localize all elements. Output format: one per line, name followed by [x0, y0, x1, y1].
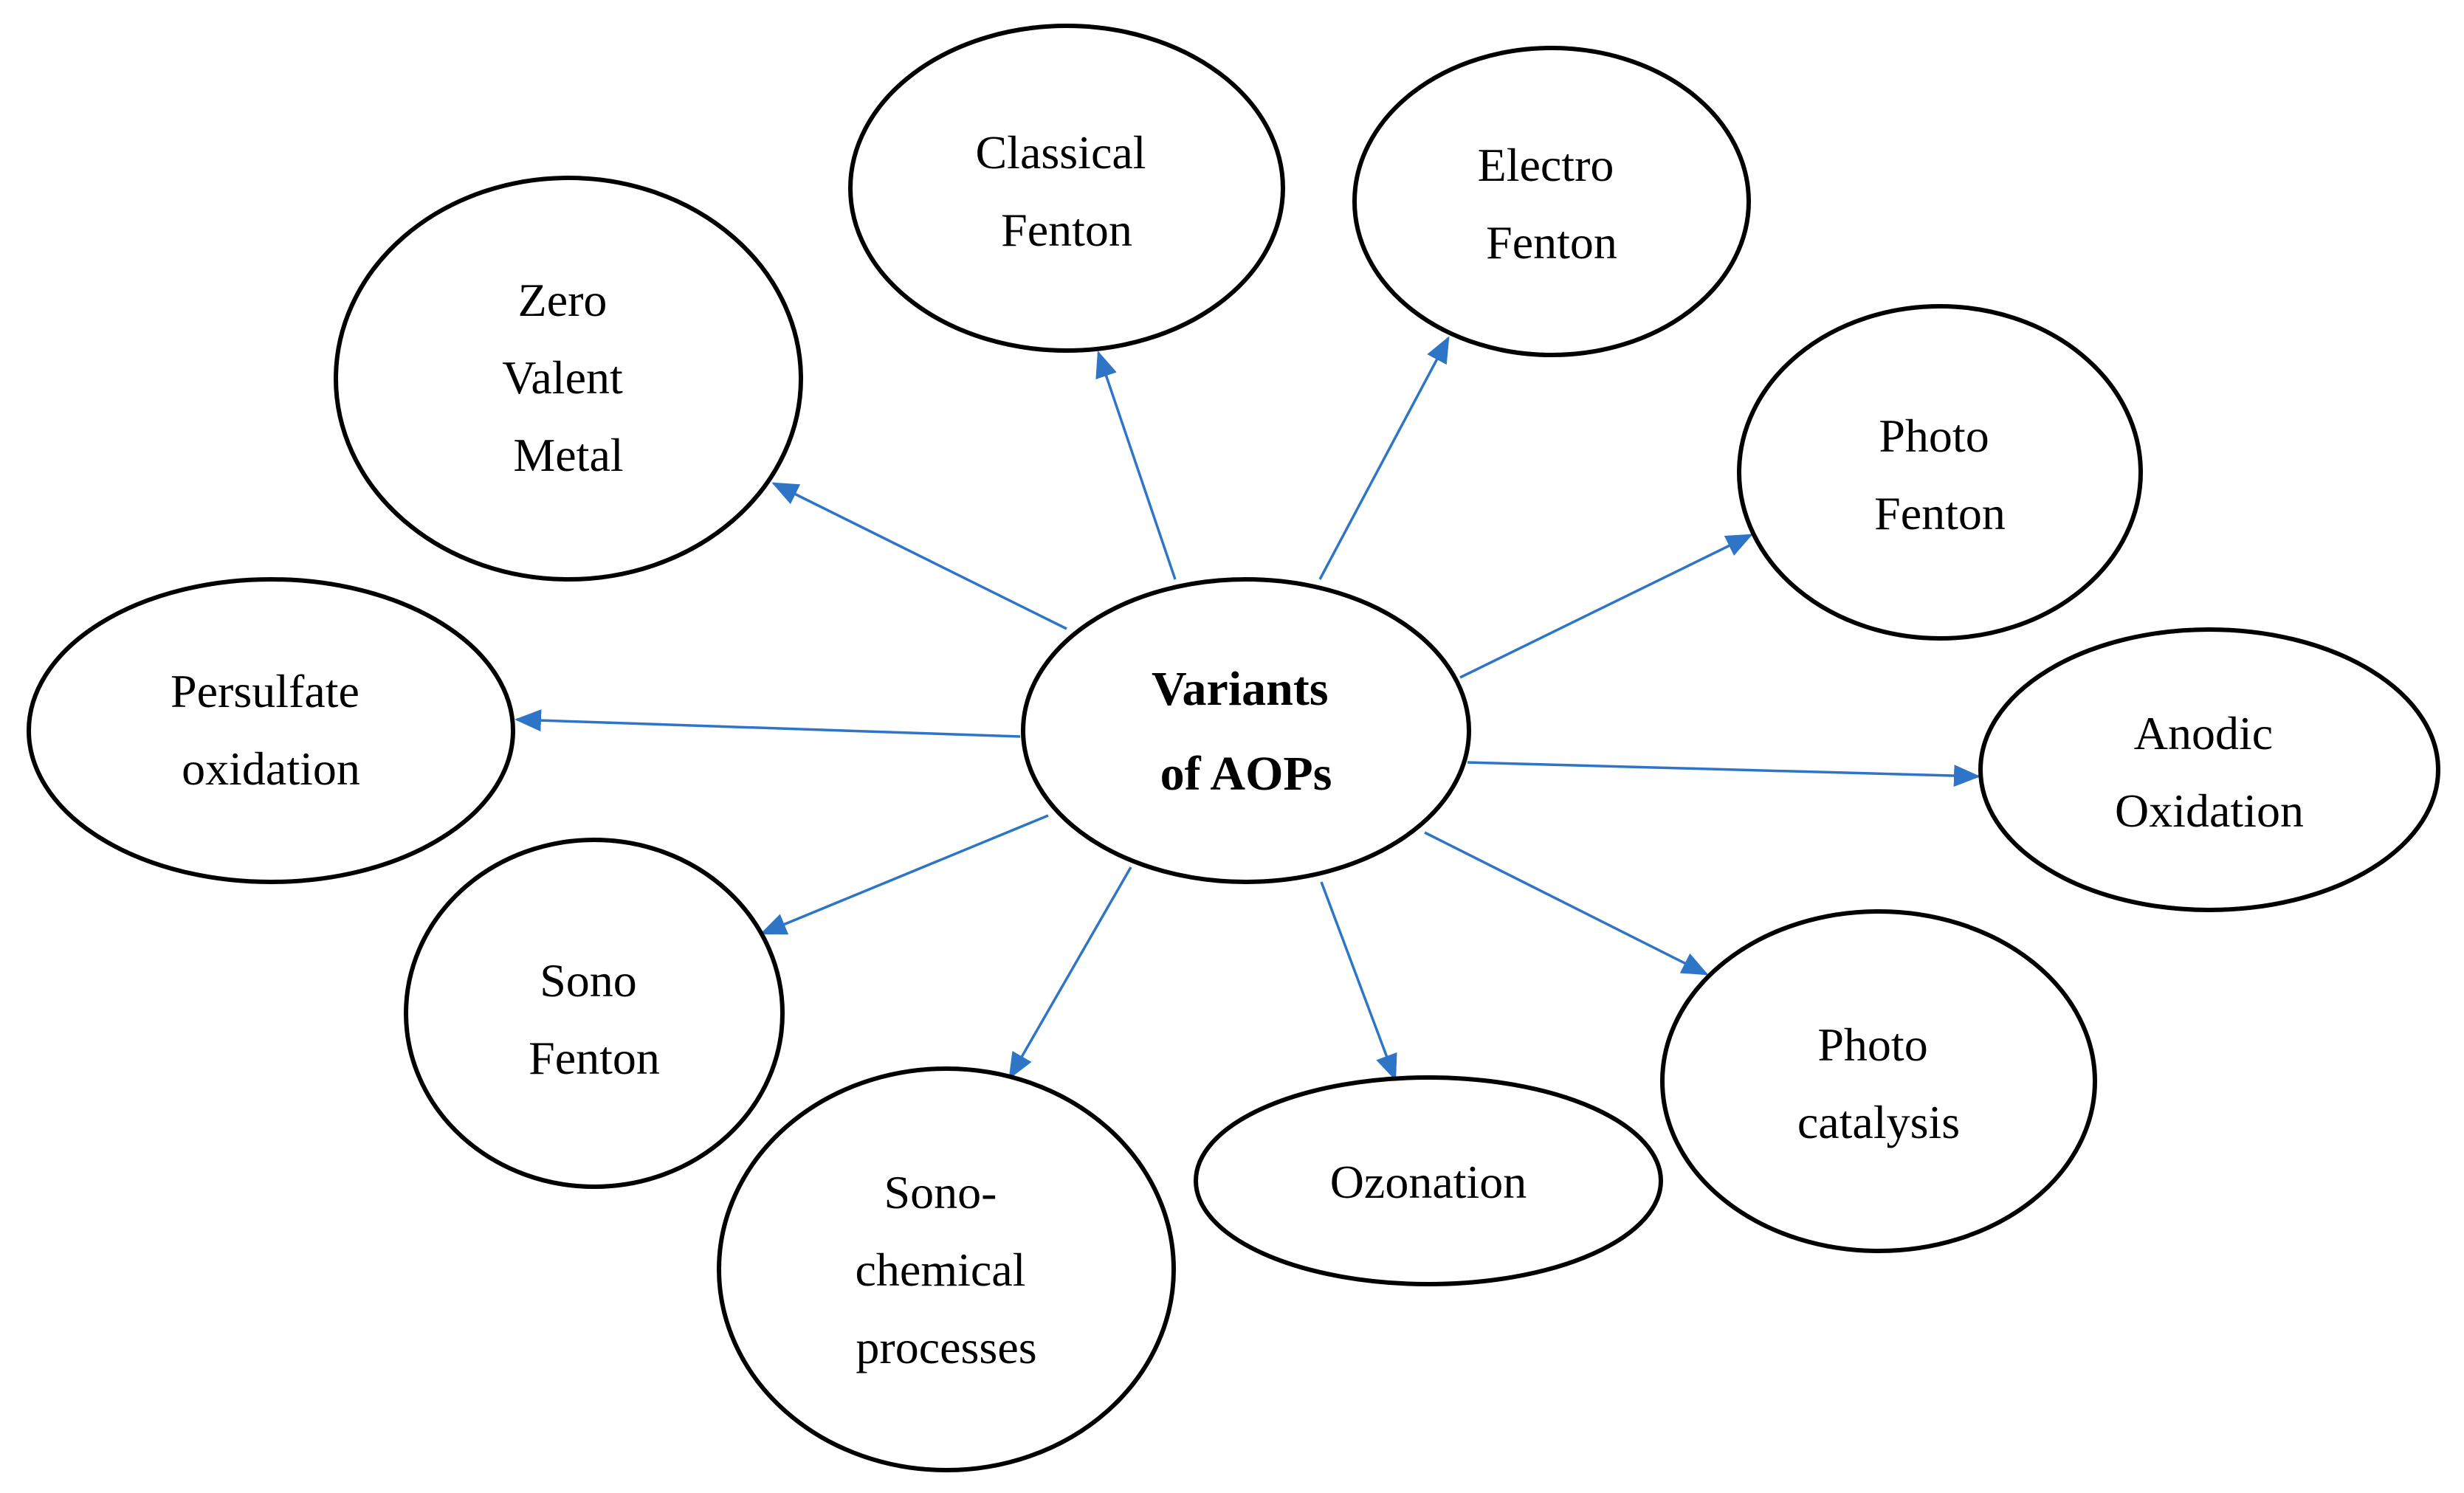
node-label: Photo Fenton [1874, 410, 2006, 539]
node-label: Electro Fenton [1478, 139, 1626, 269]
center-node-label: Variants of AOPs [1152, 662, 1341, 801]
arrow-to-ozonation [1320, 881, 1397, 1081]
node-photo-catalysis: Photo catalysis [1660, 909, 2097, 1253]
node-ozonation: Ozonation [1194, 1075, 1663, 1286]
node-zero-valent-metal: Zero Valent Metal [334, 176, 803, 582]
arrow-to-photo-fenton [1459, 534, 1753, 679]
arrow-to-anodic-oxidation [1467, 761, 1981, 787]
arrow-to-sono-fenton [760, 814, 1049, 935]
node-shape [27, 577, 515, 884]
node-label: Classical Fenton [975, 126, 1157, 256]
node-electro-fenton: Electro Fenton [1352, 46, 1751, 357]
arrow-to-classical-fenton [1095, 351, 1177, 580]
node-classical-fenton: Classical Fenton [848, 24, 1285, 353]
node-shape [1978, 627, 2440, 912]
node-shape [1660, 909, 2097, 1253]
arrow-to-persulfate-oxidation [515, 709, 1021, 738]
node-shape [1737, 304, 2143, 641]
node-label: Sono Fenton [529, 954, 660, 1084]
arrow-to-zero-valent-metal [771, 482, 1067, 630]
node-label: Sono- chemical processes [856, 1166, 1038, 1373]
node-label: Photo catalysis [1797, 1018, 1960, 1148]
node-shape [1352, 46, 1751, 357]
arrow-to-sono-chemical-processes [1008, 866, 1132, 1080]
node-label: Anodic Oxidation [2115, 707, 2304, 837]
node-shape [334, 176, 803, 582]
node-shape [848, 24, 1285, 353]
node-persulfate-oxidation: Persulfate oxidation [27, 577, 515, 884]
arrow-to-electro-fenton [1318, 336, 1450, 580]
arrows [515, 336, 1981, 1081]
node-shape [1194, 1075, 1663, 1286]
node-shape [717, 1066, 1176, 1472]
node-anodic-oxidation: Anodic Oxidation [1978, 627, 2440, 912]
node-sono-fenton: Sono Fenton [404, 838, 785, 1189]
node-label: Zero Valent Metal [502, 274, 635, 481]
node-shape [404, 838, 785, 1189]
center-node-shape [1021, 577, 1471, 884]
center-node: Variants of AOPs [1021, 577, 1471, 884]
node-label: Persulfate oxidation [171, 665, 371, 795]
node-photo-fenton: Photo Fenton [1737, 304, 2143, 641]
node-sono-chemical-processes: Sono- chemical processes [717, 1066, 1176, 1472]
node-label: Ozonation [1330, 1156, 1527, 1208]
arrow-to-photo-catalysis [1424, 831, 1709, 976]
